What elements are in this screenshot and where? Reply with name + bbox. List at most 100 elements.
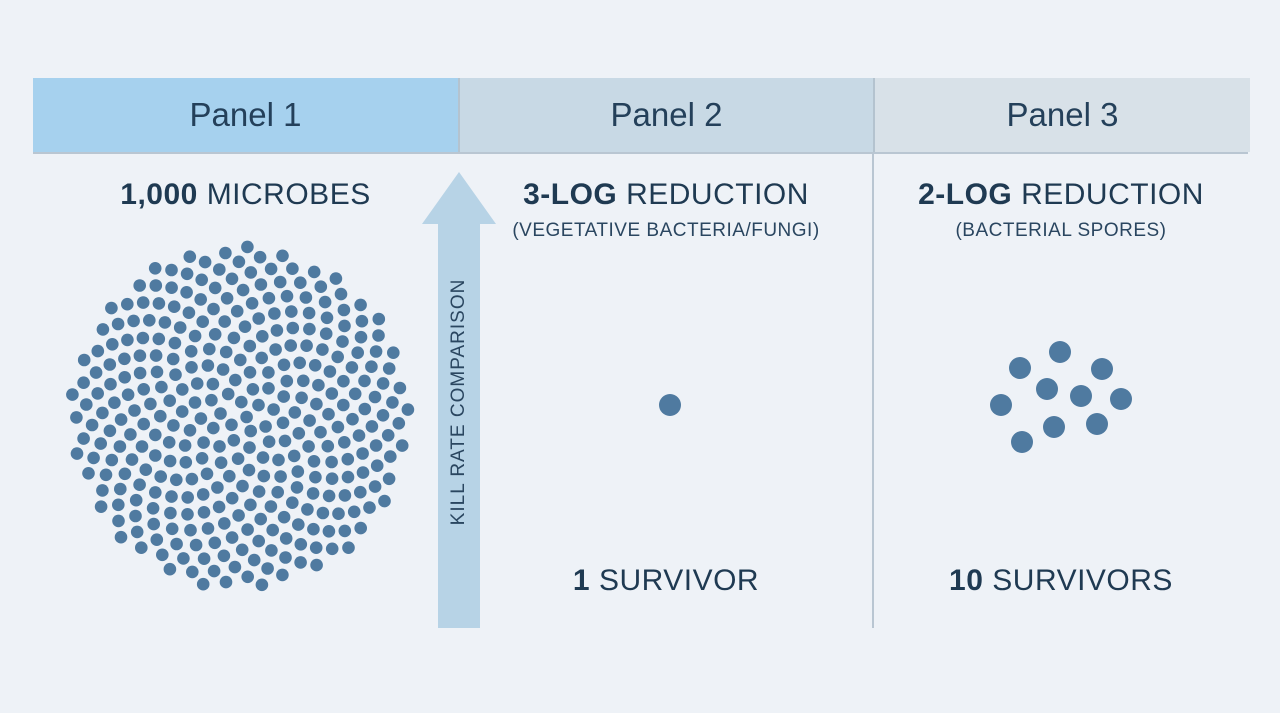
- microbe-dot: [325, 387, 339, 400]
- microbe-dot: [262, 382, 275, 395]
- microbe-dot: [220, 292, 234, 305]
- microbe-dot: [70, 447, 84, 460]
- microbe-dot: [252, 312, 265, 325]
- microbe-dot: [365, 360, 378, 374]
- microbe-dot: [185, 361, 198, 374]
- microbe-dot: [183, 250, 197, 263]
- microbe-dot: [277, 390, 291, 403]
- microbe-dot: [152, 297, 166, 310]
- survivor-dot: [1036, 378, 1058, 400]
- microbe-dot: [236, 479, 249, 493]
- panel-2-log: 3-LOG: [523, 178, 618, 211]
- microbe-dot: [368, 480, 382, 493]
- panel-3-log: 2-LOG: [918, 178, 1013, 211]
- microbe-dot: [320, 311, 334, 325]
- microbe-dot: [244, 266, 258, 279]
- microbe-dot: [318, 295, 332, 309]
- microbe-dot: [143, 314, 156, 327]
- microbe-dot: [149, 279, 163, 292]
- microbe-dot: [207, 421, 220, 435]
- microbe-dot: [243, 441, 256, 454]
- microbe-dot: [255, 578, 269, 592]
- microbe-dot: [372, 312, 386, 326]
- microbe-dot: [236, 283, 250, 297]
- microbe-dot: [118, 352, 131, 366]
- microbe-dot: [114, 482, 127, 496]
- microbe-dot: [168, 336, 182, 350]
- microbe-dot: [290, 481, 304, 494]
- microbe-dot: [323, 365, 337, 378]
- microbe-dot: [325, 455, 338, 469]
- microbe-dot: [124, 428, 137, 441]
- microbe-dot: [197, 436, 210, 449]
- microbe-dot: [272, 453, 285, 467]
- survivor-dot: [1049, 341, 1071, 363]
- microbe-dot: [106, 338, 119, 351]
- microbe-dot: [105, 301, 118, 315]
- microbe-dot: [181, 508, 194, 521]
- survivor-dot: [1043, 416, 1065, 438]
- microbe-dot: [368, 390, 382, 404]
- microbe-dot: [104, 377, 117, 391]
- microbe-dot: [96, 406, 109, 420]
- microbe-dot: [133, 366, 147, 380]
- panel-3-survivor-count: 10: [949, 564, 984, 597]
- microbe-dot: [207, 302, 220, 316]
- microbe-dot: [186, 565, 199, 579]
- microbe-dot: [325, 542, 339, 556]
- microbe-dot: [264, 500, 278, 513]
- microbe-dot: [341, 470, 355, 484]
- microbe-dot: [130, 525, 144, 539]
- microbe-dot: [332, 507, 345, 520]
- microbe-dot: [87, 451, 100, 465]
- microbe-dot: [337, 303, 351, 317]
- survivor-dot: [990, 394, 1012, 416]
- microbe-dot: [198, 255, 212, 269]
- microbe-dot: [158, 316, 172, 329]
- microbe-dot: [235, 395, 248, 409]
- microbe-dot: [196, 488, 210, 501]
- microbe-dot: [189, 538, 203, 552]
- microbe-dot: [154, 470, 167, 483]
- microbe-dot: [309, 470, 322, 484]
- microbe-dot: [184, 523, 197, 537]
- panel-2-subtitle: (VEGETATIVE BACTERIA/FUNGI): [512, 220, 820, 241]
- microbe-dot: [252, 398, 265, 412]
- microbe-dot: [247, 553, 261, 567]
- microbe-dot: [165, 281, 178, 295]
- microbe-dot: [230, 304, 244, 318]
- microbe-dot: [307, 455, 321, 468]
- panel-1-header: Panel 1: [33, 78, 458, 152]
- microbe-dot: [221, 387, 235, 401]
- microbe-dot: [331, 350, 345, 364]
- microbe-dot: [197, 506, 211, 519]
- microbe-dot: [393, 381, 407, 395]
- microbe-dot: [303, 414, 316, 427]
- microbe-dot: [175, 405, 189, 418]
- microbe-dot: [319, 327, 333, 341]
- microbe-dot: [252, 485, 266, 498]
- microbe-dot: [201, 522, 215, 535]
- microbe-dot: [255, 330, 269, 343]
- microbe-dot: [144, 397, 157, 411]
- microbe-dot: [118, 467, 132, 481]
- microbe-dot: [165, 522, 179, 536]
- panel-2-survivor-label: 1 SURVIVOR: [460, 564, 872, 598]
- microbe-dot: [211, 481, 224, 494]
- microbe-dot: [212, 500, 226, 514]
- microbe-dot: [309, 541, 323, 554]
- microbe-dot: [337, 374, 350, 388]
- microbe-dot: [338, 524, 352, 538]
- panel-2-survivor-cluster: [659, 394, 681, 416]
- microbe-dot: [223, 469, 236, 483]
- microbe-dot: [243, 339, 257, 353]
- microbe-dot: [372, 329, 385, 342]
- microbe-dot: [261, 562, 274, 575]
- microbe-dot: [276, 249, 289, 263]
- microbe-dot: [240, 410, 253, 424]
- microbe-dot: [179, 456, 193, 469]
- microbe-dot: [155, 380, 168, 394]
- microbe-dot: [293, 356, 307, 370]
- microbe-dot: [294, 276, 307, 290]
- microbe-dot: [278, 434, 292, 448]
